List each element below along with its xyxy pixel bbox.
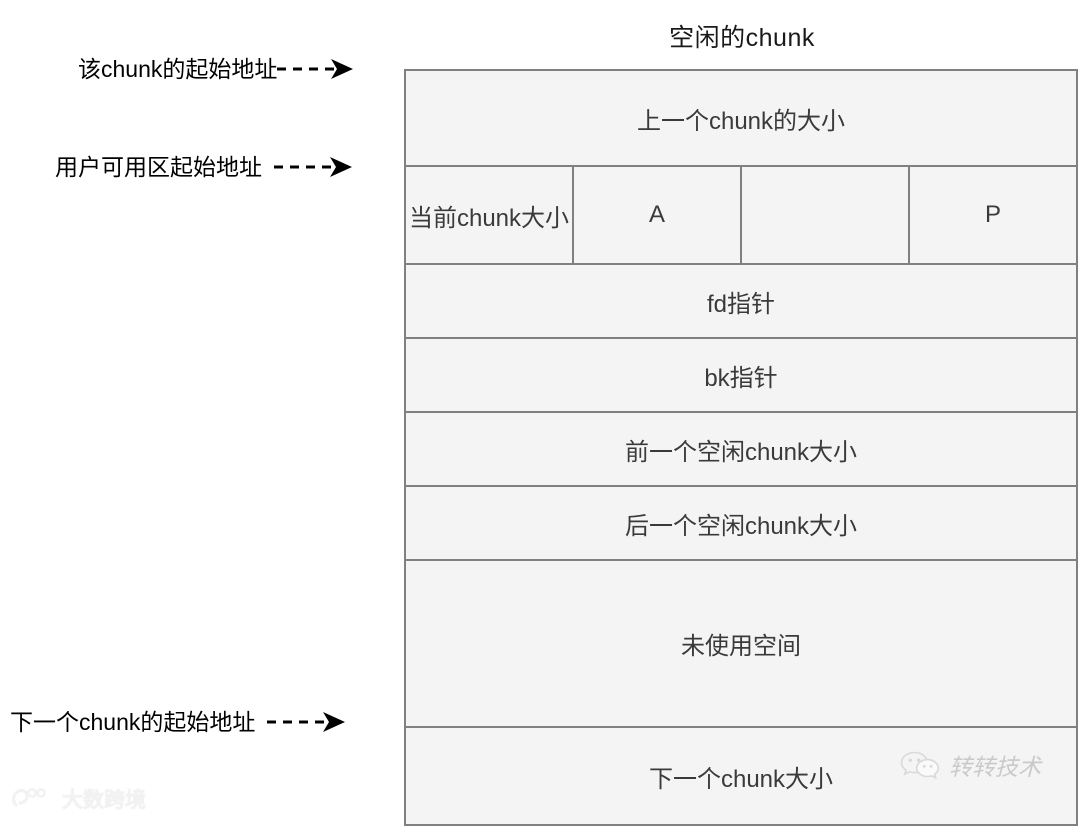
dashed-arrow-icon bbox=[267, 712, 346, 732]
pointer-chunk-start-address: 该chunk的起始地址 bbox=[78, 52, 355, 86]
cell-unused-space: 未使用空间 bbox=[404, 559, 1078, 728]
table-row: 后一个空闲chunk大小 bbox=[404, 485, 1078, 561]
corner-watermark: 大数跨境 bbox=[10, 784, 146, 814]
chunk-layout-table: 上一个chunk的大小 当前chunk大小 A P fd指针 bk指针 前一个空… bbox=[404, 69, 1078, 826]
table-row: 当前chunk大小 A P bbox=[404, 165, 1078, 265]
corner-watermark-label: 大数跨境 bbox=[62, 789, 146, 812]
table-row: fd指针 bbox=[404, 263, 1078, 339]
table-row: 前一个空闲chunk大小 bbox=[404, 411, 1078, 487]
cell-flag-p: P bbox=[908, 165, 1078, 265]
dashukuajing-logo-icon bbox=[12, 788, 46, 807]
table-row: 下一个chunk大小 bbox=[404, 726, 1078, 826]
dashed-arrow-icon bbox=[274, 157, 352, 177]
table-row: bk指针 bbox=[404, 337, 1078, 413]
cell-bk-pointer: bk指针 bbox=[404, 337, 1078, 413]
pointer-label-chunk-start-address: 该chunk的起始地址 bbox=[78, 55, 278, 82]
cell-next-chunk-size: 下一个chunk大小 bbox=[404, 726, 1078, 826]
cell-flag-a: A bbox=[572, 165, 742, 265]
cell-fd-pointer: fd指针 bbox=[404, 263, 1078, 339]
table-row: 上一个chunk的大小 bbox=[404, 69, 1078, 167]
cell-next-free-chunk-size: 后一个空闲chunk大小 bbox=[404, 485, 1078, 561]
pointer-user-area-start-address: 用户可用区起始地址 bbox=[55, 150, 354, 184]
cell-current-chunk-size: 当前chunk大小 bbox=[404, 165, 574, 265]
page-title: 空闲的chunk bbox=[669, 24, 815, 52]
cell-flag-blank bbox=[740, 165, 910, 265]
cell-prev-chunk-size: 上一个chunk的大小 bbox=[404, 69, 1078, 167]
cell-prev-free-chunk-size: 前一个空闲chunk大小 bbox=[404, 411, 1078, 487]
pointer-label-next-chunk-start-address: 下一个chunk的起始地址 bbox=[10, 708, 256, 735]
dashed-arrow-icon bbox=[277, 59, 354, 79]
pointer-label-user-area-start-address: 用户可用区起始地址 bbox=[55, 153, 262, 180]
table-row: 未使用空间 bbox=[404, 559, 1078, 728]
pointer-next-chunk-start-address: 下一个chunk的起始地址 bbox=[10, 705, 347, 739]
